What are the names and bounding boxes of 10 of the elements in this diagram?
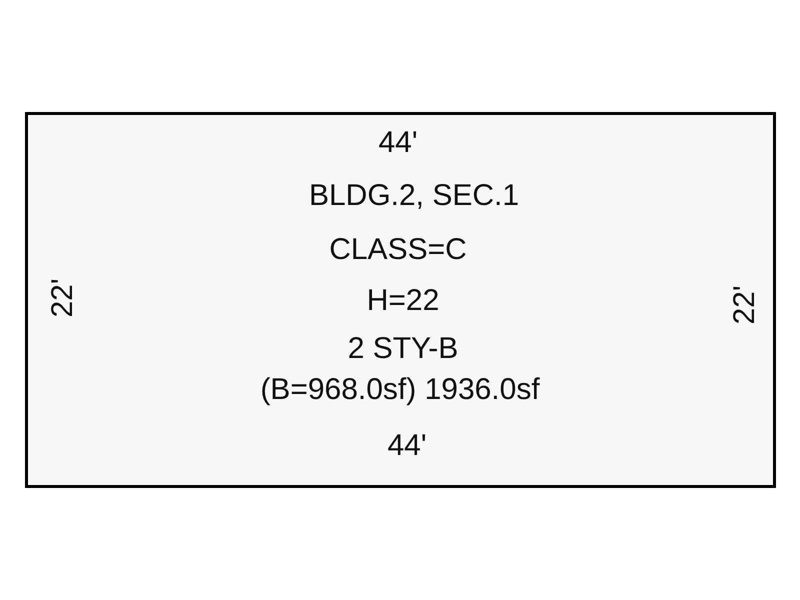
building-note: (B=968.0sf) 1936.0sf xyxy=(260,373,540,407)
dimension-label: 44' xyxy=(378,126,418,160)
building-note: CLASS=C xyxy=(329,233,467,267)
dimension-label: 44' xyxy=(387,429,427,463)
building-outline xyxy=(25,112,776,488)
dimension-label: 22' xyxy=(46,278,80,318)
dimension-label: 22' xyxy=(728,285,762,325)
building-note: BLDG.2, SEC.1 xyxy=(308,179,520,213)
building-note: H=22 xyxy=(366,284,440,318)
building-note: 2 STY-B xyxy=(348,332,458,366)
